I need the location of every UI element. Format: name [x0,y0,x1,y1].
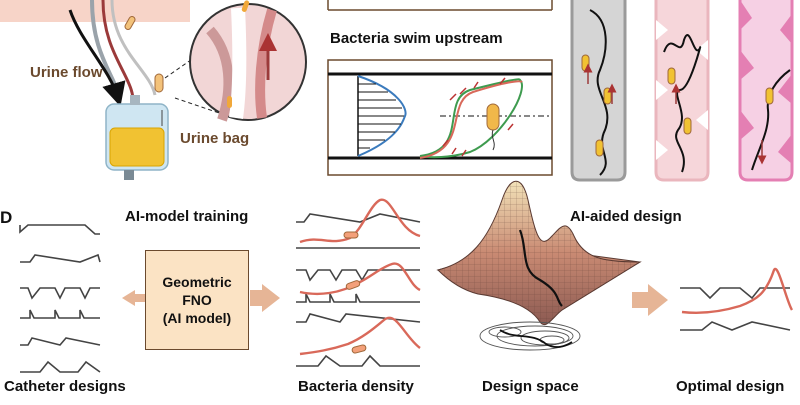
urine-bag-icon [105,95,169,180]
catheter-tube-icon [110,0,157,96]
model-box-text: Geometric FNO (AI model) [162,274,232,326]
density-curves [299,198,421,356]
panel-letter: D [0,208,13,227]
bacterium-icon [683,117,692,135]
urethra-zoom-icon [189,0,307,122]
trajectory-path [419,78,523,159]
wall-spikes [740,0,792,164]
caption-bacteria-density: Bacteria density [298,378,414,395]
urine-flow-label: Urine flow [30,64,103,81]
trajectory-path [419,80,523,159]
bacterium-icon [667,67,676,85]
zoom-line [174,97,226,116]
catheter-panel-pink [654,0,710,182]
swim-title: Bacteria swim upstream [330,30,503,47]
bacterium-icon [124,16,136,30]
optimal-density-curve [681,267,794,314]
urine-bag-label: Urine bag [180,130,250,147]
surface-plot-icon [436,180,642,351]
catheter-design-sketches [19,224,101,373]
bacterium-icon [595,139,604,157]
flow-arrow-icon [632,284,668,316]
flow-arrow-icon [122,290,145,306]
ai-training-title: AI-model training [125,208,249,225]
bacterium-icon [154,73,164,93]
wall-bumps [656,20,708,160]
optimization-path [518,229,563,307]
force-ticks [442,77,514,157]
urine-bag-scene [0,0,307,180]
skin-region [0,0,190,22]
bacterium-icon [603,87,612,105]
model-box: Geometric FNO (AI model) [145,250,249,350]
bacterium-icon [351,344,367,354]
optimal-design-plot [680,267,794,331]
bacterium-icon [343,231,359,239]
bacteria-density-plots [296,198,421,367]
caption-design-space: Design space [482,378,579,395]
bacterium-icon [345,280,361,290]
velocity-profile [357,75,407,157]
bacterium-icon [486,103,500,131]
velocity-arrows [358,83,404,149]
catheter-panel-grey [570,0,627,182]
flow-channel-panel [327,0,553,176]
bacterium-icon [765,87,774,105]
flow-arrow-icon [250,284,280,312]
catheter-panel-magenta [738,0,794,182]
caption-catheter-designs: Catheter designs [4,378,126,395]
contour-projection [479,321,581,351]
flow-arrow-icon [68,9,126,107]
ai-aided-title: AI-aided design [570,208,682,225]
caption-optimal-design: Optimal design [676,378,785,395]
